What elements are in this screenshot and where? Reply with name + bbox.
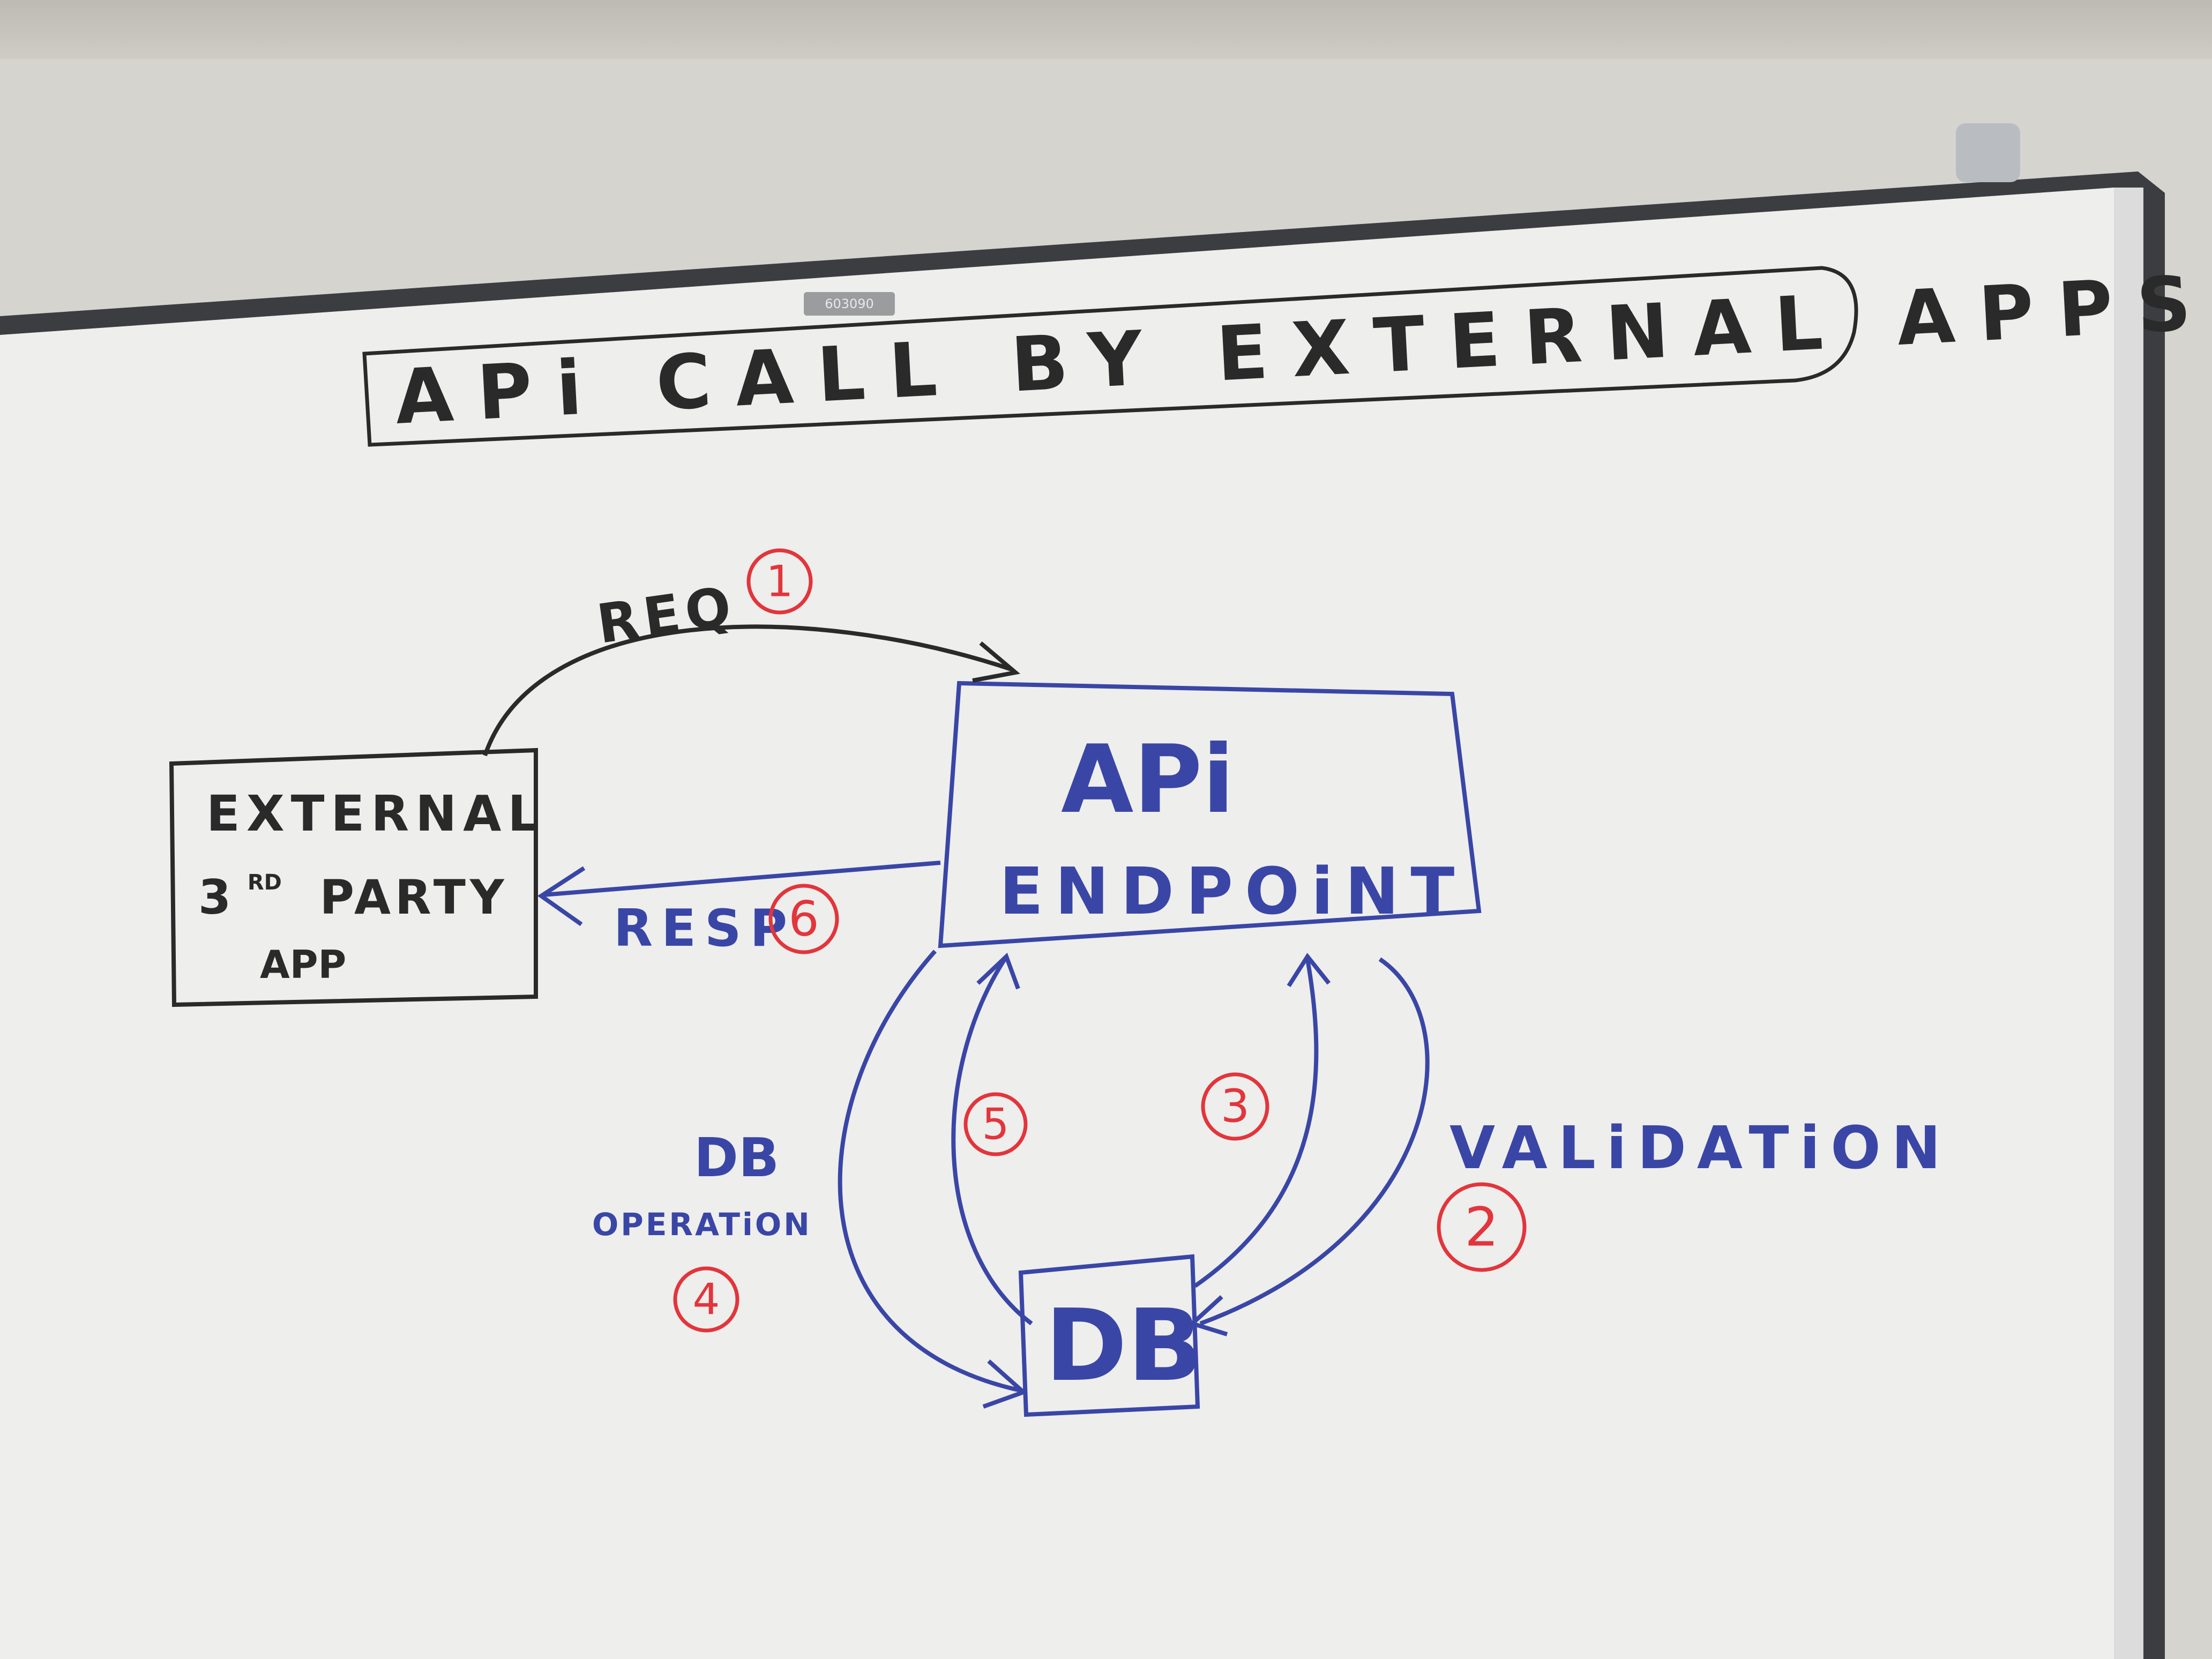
api-endpoint-line2: ENDPOiNT xyxy=(999,855,1466,929)
req-arrow xyxy=(483,624,1014,757)
db-operation-arrow xyxy=(838,950,1021,1393)
step-6-marker: 6 xyxy=(768,884,839,954)
db-box xyxy=(1018,1254,1200,1417)
board-right-glare xyxy=(2114,188,2143,1659)
step-6-number: 6 xyxy=(788,891,819,947)
external-app-line2: 3 RD PARTY xyxy=(198,846,509,925)
external-app-line2-rest: PARTY xyxy=(320,870,509,925)
step-1-number: 1 xyxy=(766,557,794,607)
resp-arrow xyxy=(543,861,941,897)
api-endpoint-box xyxy=(938,681,1482,948)
external-app-line3: APP xyxy=(260,942,346,987)
step-3-number: 3 xyxy=(1221,1080,1250,1133)
api-endpoint-line1: APi xyxy=(1061,726,1235,834)
step-5-arrowhead xyxy=(976,952,1020,990)
validation-arrowhead xyxy=(1188,1295,1228,1336)
step-5-number: 5 xyxy=(982,1100,1010,1149)
external-app-line1: EXTERNAL xyxy=(206,785,545,842)
whiteboard-surface xyxy=(0,188,2114,1659)
step-3-arrow xyxy=(1193,959,1319,1288)
step-2-number: 2 xyxy=(1464,1196,1499,1259)
step-5-marker: 5 xyxy=(963,1092,1028,1156)
req-arrowhead xyxy=(972,641,1021,683)
step-4-marker: 4 xyxy=(673,1266,739,1333)
step-3-arrowhead xyxy=(1287,953,1331,988)
board-tag xyxy=(804,292,895,316)
db-operation-label1: DB xyxy=(694,1126,779,1189)
external-app-line2-sup: RD xyxy=(248,870,282,895)
external-app-box xyxy=(169,748,538,1007)
title-frame xyxy=(362,266,1858,447)
db-label: DB xyxy=(1045,1288,1203,1403)
board-hanger xyxy=(1956,123,2020,182)
resp-arrowhead xyxy=(537,866,586,926)
external-app-line2-main: 3 xyxy=(198,870,231,925)
validation-label: VALiDATiON xyxy=(1449,1114,1952,1182)
step-1-marker: 1 xyxy=(746,548,813,615)
step-4-number: 4 xyxy=(693,1275,720,1325)
validation-arrow xyxy=(1199,957,1430,1326)
resp-label: RESP xyxy=(614,899,796,958)
board-tag-text: 603090 xyxy=(825,296,874,311)
step-2-marker: 2 xyxy=(1437,1182,1527,1272)
db-operation-label2: OPERATiON xyxy=(592,1206,812,1243)
wall xyxy=(0,0,2212,59)
db-operation-arrowhead xyxy=(982,1359,1028,1409)
step-3-marker: 3 xyxy=(1201,1072,1269,1141)
step-5-arrow xyxy=(951,958,1033,1326)
